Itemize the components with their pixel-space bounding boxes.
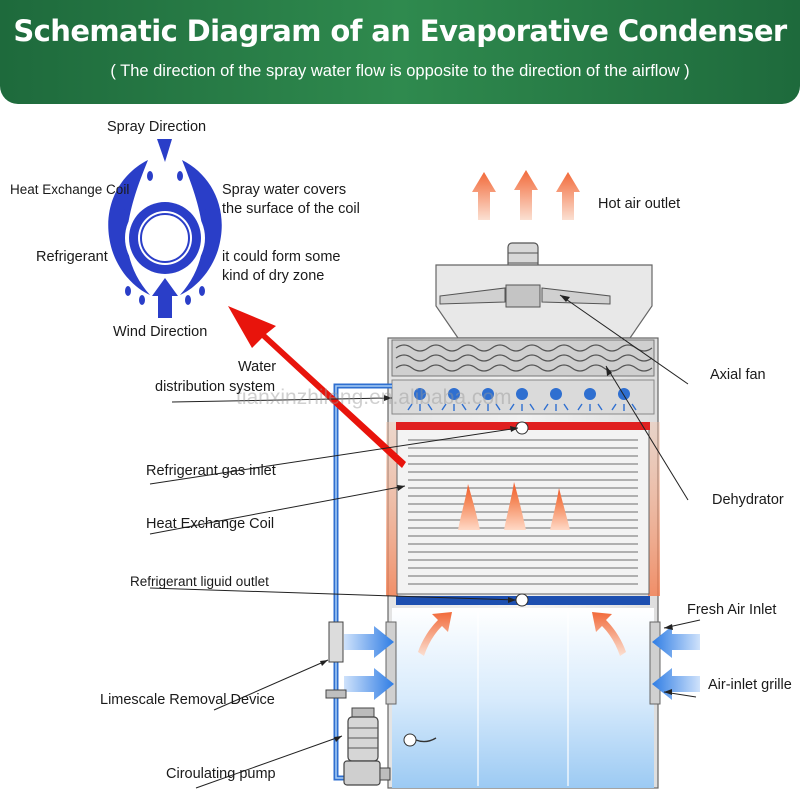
spray-arrow-icon xyxy=(157,139,172,162)
heat-curve-arrow xyxy=(592,612,626,656)
label-circulating-pump: Ciroulating pump xyxy=(166,766,276,782)
label-limescale-removal: Limescale Removal Device xyxy=(100,692,275,708)
label-axial-fan: Axial fan xyxy=(710,367,766,383)
label-spray-direction: Spray Direction xyxy=(107,119,207,135)
heat-flame-icon xyxy=(458,484,480,530)
red-pointer-arrow xyxy=(228,306,406,468)
hot-air-arrows xyxy=(472,170,580,220)
label-fresh-air-inlet: Fresh Air Inlet xyxy=(687,602,777,618)
diagram-title: Schematic Diagram of an Evaporative Cond… xyxy=(13,14,787,48)
limescale-removal-device xyxy=(328,621,344,663)
label-water-distribution-1: Water xyxy=(238,359,277,375)
label-spray-note-2: the surface of the coil xyxy=(222,201,360,217)
label-wind-direction: Wind Direction xyxy=(113,324,208,340)
fan-blade xyxy=(439,287,506,305)
air-inlet-grille-right xyxy=(649,621,661,705)
heat-exchange-coil-block xyxy=(396,423,650,595)
diagram-subtitle: ( The direction of the spray water flow … xyxy=(110,62,690,80)
label-heat-exchange-coil: Heat Exchange Coil xyxy=(146,516,275,532)
fan-housing xyxy=(435,242,653,339)
float-valve xyxy=(403,733,417,747)
coil-inset xyxy=(108,139,222,318)
label-inset-heat-exchange-coil: Heat Exchange Coil xyxy=(10,182,130,197)
spray-nozzles xyxy=(407,388,637,411)
label-water-distribution-2: distribution system xyxy=(155,379,276,395)
heat-flame-icon xyxy=(504,482,526,530)
label-refrigerant: Refrigerant xyxy=(36,249,108,265)
leader-lines xyxy=(149,294,701,789)
fan-blade xyxy=(541,287,611,305)
watermark: tianxinzhileng.en.alibaba.com xyxy=(236,386,512,409)
fresh-air-arrows xyxy=(344,626,700,700)
title-banner xyxy=(0,0,800,104)
heat-curve-arrow xyxy=(418,612,452,656)
wind-arrow-icon xyxy=(152,278,178,318)
label-dehydrator: Dehydrator xyxy=(712,492,784,508)
circulating-pump xyxy=(343,707,391,786)
label-hot-air-outlet: Hot air outlet xyxy=(598,196,681,212)
label-spray-note-1: Spray water covers xyxy=(222,182,347,198)
label-refrigerant-liquid-outlet: Refrigerant liguid outlet xyxy=(130,574,269,589)
label-refrigerant-gas-inlet: Refrigerant gas inlet xyxy=(146,463,276,479)
label-dry-zone-note-2: kind of dry zone xyxy=(222,268,325,284)
label-air-inlet-grille: Air-inlet grille xyxy=(708,677,792,693)
heat-flame-icon xyxy=(550,488,570,530)
water-basin xyxy=(392,608,654,788)
air-inlet-grille-left xyxy=(385,621,397,705)
label-dry-zone-note-1: it could form some xyxy=(222,249,341,265)
